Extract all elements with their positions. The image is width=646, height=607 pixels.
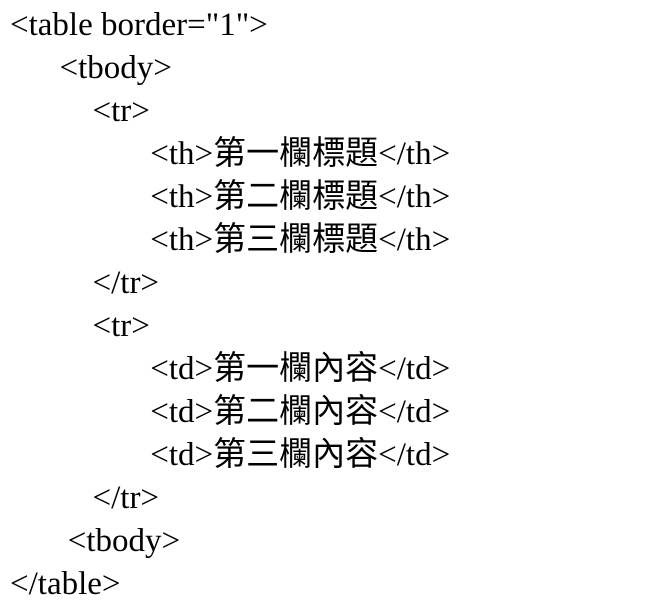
code-line: <tr>	[10, 93, 150, 129]
code-line: <tbody>	[10, 523, 181, 559]
code-line: <td>第一欄內容</td>	[10, 351, 451, 387]
code-line: <th>第三欄標題</th>	[10, 222, 451, 258]
code-line: <table border="1">	[10, 7, 268, 43]
code-line: <td>第三欄內容</td>	[10, 437, 451, 473]
code-line: <tbody>	[10, 50, 172, 86]
code-block: <table border="1"> <tbody> <tr> <th>第一欄標…	[10, 4, 646, 606]
code-line: <tr>	[10, 308, 150, 344]
code-line: <th>第二欄標題</th>	[10, 179, 451, 215]
code-line: </table>	[10, 566, 121, 602]
code-line: </tr>	[10, 265, 160, 301]
code-line: </tr>	[10, 480, 160, 516]
code-line: <th>第一欄標題</th>	[10, 136, 451, 172]
code-line: <td>第二欄內容</td>	[10, 394, 451, 430]
